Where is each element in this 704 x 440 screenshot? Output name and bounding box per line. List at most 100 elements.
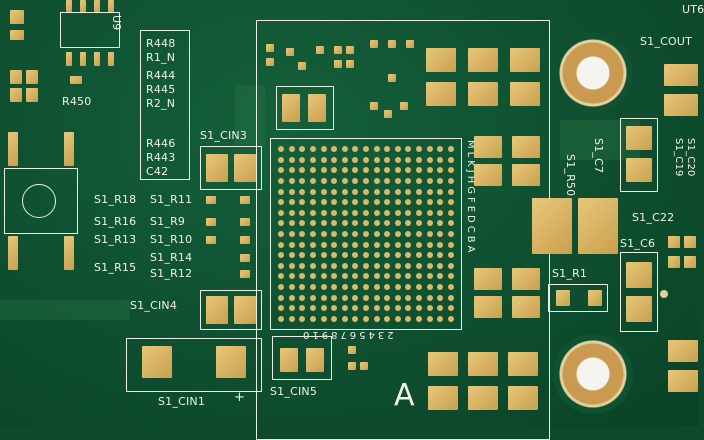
pad [240, 270, 250, 278]
bga-ball [362, 294, 369, 301]
bga-ball [331, 252, 338, 259]
pad [370, 102, 378, 110]
bga-ball [341, 209, 348, 216]
bga-ball [288, 156, 295, 163]
bga-ball [352, 294, 359, 301]
bga-ball [320, 199, 327, 206]
pad [532, 198, 572, 254]
bga-ball [426, 146, 433, 153]
bga-ball [394, 156, 401, 163]
bga-ball [373, 178, 380, 185]
bga-ball [426, 209, 433, 216]
bga-ball [437, 294, 444, 301]
bga-ball [278, 167, 285, 174]
switch-pin [64, 236, 74, 270]
bga-ball [384, 315, 391, 322]
cin5-outline [272, 336, 332, 380]
label-r448: R448 [146, 37, 176, 50]
bga-ball [447, 178, 454, 185]
u9-pin [94, 0, 100, 12]
bga-ball [288, 146, 295, 153]
bga-ball [373, 262, 380, 269]
bga-ball [320, 294, 327, 301]
bga-ball [447, 220, 454, 227]
bga-ball [384, 167, 391, 174]
label-r2n: R2_N [146, 97, 176, 110]
bga-ball [394, 188, 401, 195]
bga-ball [426, 305, 433, 312]
pad [348, 346, 356, 354]
bga-ball [310, 199, 317, 206]
bga-ball [288, 167, 295, 174]
bga-ball [299, 146, 306, 153]
bga-ball [447, 294, 454, 301]
u9-pin [94, 52, 100, 66]
bga-ball [426, 188, 433, 195]
bga-ball [288, 199, 295, 206]
label-s1c22: S1_C22 [632, 211, 675, 224]
bga-ball [288, 230, 295, 237]
bga-ball [362, 283, 369, 290]
bga-ball [415, 273, 422, 280]
bga-ball [299, 230, 306, 237]
bga-ball [299, 220, 306, 227]
bga-ball [310, 305, 317, 312]
pad [668, 236, 680, 248]
bga-ball [384, 230, 391, 237]
bga-ball [384, 199, 391, 206]
bga-ball [437, 220, 444, 227]
bga-ball [437, 209, 444, 216]
bga-ball [405, 315, 412, 322]
bga-ball [341, 220, 348, 227]
bga-ball [405, 230, 412, 237]
label-s1r1: S1_R1 [552, 267, 588, 280]
copper-trace [0, 300, 130, 320]
bga-ball [299, 209, 306, 216]
bga-ball [310, 262, 317, 269]
pad [266, 58, 274, 66]
pad [316, 46, 324, 54]
pad [384, 110, 392, 118]
bga-ball [447, 230, 454, 237]
pad [474, 268, 502, 290]
bga-ball [362, 273, 369, 280]
bga-ball [352, 178, 359, 185]
bga-ball [447, 315, 454, 322]
bga-ball [278, 209, 285, 216]
pad [360, 362, 368, 370]
bga-ball [447, 188, 454, 195]
bga-ball [331, 283, 338, 290]
bga-ball [352, 262, 359, 269]
bga-ball [288, 178, 295, 185]
bga-ball [299, 305, 306, 312]
bga-ball [447, 156, 454, 163]
bga-ball [278, 241, 285, 248]
bga-ball [384, 305, 391, 312]
u9-pin [66, 52, 72, 66]
bga-ball [394, 241, 401, 248]
resistor-block-outline [140, 30, 190, 180]
bga-ball [320, 156, 327, 163]
bga-ball [415, 283, 422, 290]
copper-trace [235, 85, 265, 145]
bga-ball [278, 146, 285, 153]
bga-ball [415, 178, 422, 185]
label-s1c19: S1_C19 [673, 138, 684, 177]
pad [206, 196, 216, 204]
bga-ball [331, 230, 338, 237]
pad [428, 352, 458, 376]
bga-ball [384, 294, 391, 301]
bga-ball [352, 283, 359, 290]
label-s1r12: S1_R12 [150, 267, 193, 280]
pad [508, 352, 538, 376]
bga-ball [320, 273, 327, 280]
bga-ball [415, 294, 422, 301]
bga-ball [405, 273, 412, 280]
cin4-outline [200, 290, 262, 330]
bga-ball [278, 188, 285, 195]
pad [664, 94, 698, 116]
bga-ball [341, 178, 348, 185]
pad [334, 60, 342, 68]
label-s1r18: S1_R18 [94, 193, 137, 206]
bga-ball [415, 230, 422, 237]
